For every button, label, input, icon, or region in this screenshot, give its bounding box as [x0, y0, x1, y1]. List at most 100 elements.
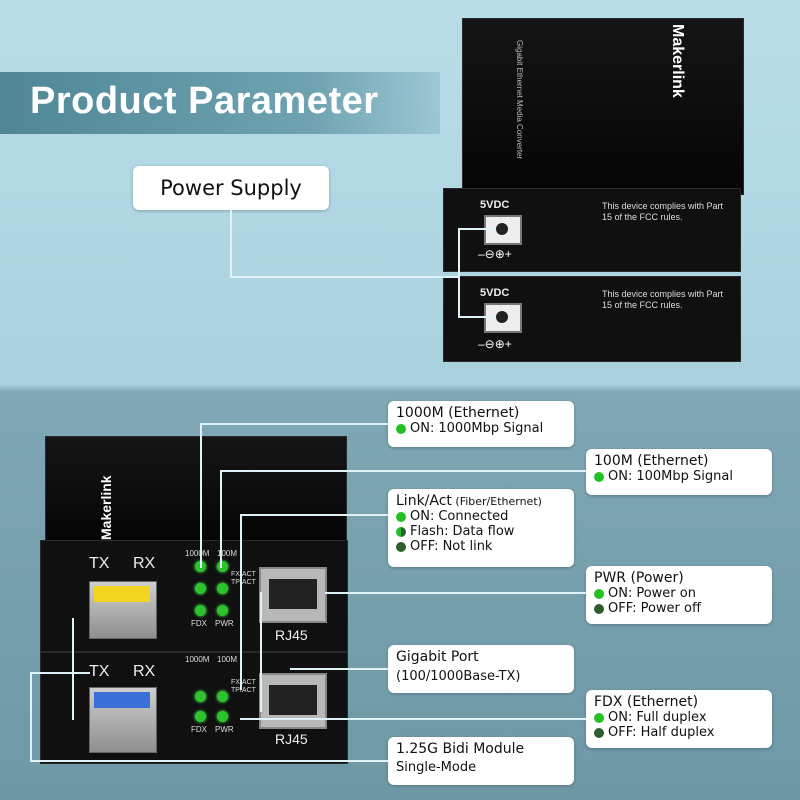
- callout-bidi: 1.25G Bidi Module Single-Mode: [388, 737, 574, 785]
- top-converter-body: [462, 18, 744, 195]
- on-text: 1000Mbp Signal: [438, 421, 544, 436]
- off-label: OFF:: [608, 725, 637, 740]
- connector-line: [220, 470, 586, 472]
- connector-line: [458, 228, 494, 230]
- led-1000-label-1: 1000M: [185, 549, 210, 558]
- callout-gig-sub: (100/1000Base-TX): [396, 669, 521, 684]
- connector-line: [30, 672, 90, 674]
- on-label: ON:: [608, 710, 633, 725]
- sfp-module-2[interactable]: [89, 687, 157, 753]
- top-brand-text: Makerlink: [669, 24, 686, 98]
- connector-line: [240, 514, 242, 690]
- power-label-1: 5VDC: [480, 199, 510, 211]
- led-pwr-label-2: PWR: [215, 725, 234, 734]
- led-100-label-1: 100M: [217, 549, 238, 558]
- led-on-icon: [594, 712, 604, 723]
- on-text: Power on: [636, 586, 696, 601]
- connector-line: [458, 228, 460, 318]
- callout-100m-title: 100M (Ethernet): [594, 453, 709, 469]
- connector-line: [260, 592, 262, 712]
- led-fx-2: [195, 691, 206, 702]
- power-jack-2[interactable]: [484, 303, 522, 333]
- callout-bidi-sub: Single-Mode: [396, 760, 477, 775]
- flash-text: Data flow: [452, 524, 515, 539]
- led-fx-label-2: FX/ACT: [231, 679, 256, 686]
- callout-link-subtitle: (Fiber/Ethernet): [451, 495, 542, 508]
- connector-line: [230, 276, 458, 278]
- bottom-converter-body: [45, 436, 347, 548]
- on-label: ON:: [410, 421, 435, 436]
- connector-line: [200, 423, 202, 568]
- callout-pwr: PWR (Power) ON: Power on OFF: Power off: [586, 566, 772, 624]
- led-100-label-2: 100M: [217, 655, 238, 664]
- led-fx-1: [195, 583, 206, 594]
- rj45-port-2[interactable]: [259, 673, 327, 729]
- power-supply-label: Power Supply: [160, 176, 302, 200]
- tx-label-2: TX: [89, 663, 110, 680]
- connector-line: [72, 618, 74, 720]
- sfp-module-1[interactable]: [89, 581, 157, 639]
- rx-label-1: RX: [133, 555, 156, 572]
- top-side-label-text: Gigabit Ethernet Media Converter: [515, 40, 524, 160]
- callout-bidi-title: 1.25G Bidi Module: [396, 741, 525, 757]
- led-on-icon: [396, 511, 406, 522]
- led-flash-icon: [396, 526, 406, 537]
- on-label: ON:: [608, 586, 633, 601]
- off-text: Power off: [640, 601, 701, 616]
- led-on-icon: [396, 423, 406, 434]
- off-label: OFF:: [410, 539, 439, 554]
- power-jack-1[interactable]: [484, 215, 522, 245]
- callout-link-act: Link/Act (Fiber/Ethernet) ON: Connected …: [388, 489, 574, 567]
- led-pwr-1: [217, 605, 228, 616]
- callout-link-title: Link/Act: [396, 493, 452, 509]
- callout-1000m: 1000M (Ethernet) ON:1000Mbp Signal: [388, 401, 574, 447]
- banner-background: [0, 72, 440, 134]
- callout-gig-title: Gigabit Port: [396, 649, 479, 665]
- top-unit-1-front: 5VDC –⊖⊕+ This device complies with Part…: [443, 188, 741, 272]
- callout-gigabit-port: Gigabit Port (100/1000Base-TX): [388, 645, 574, 693]
- page-title: Product Parameter: [30, 80, 379, 122]
- connector-line: [30, 760, 388, 762]
- off-label: OFF:: [608, 601, 637, 616]
- on-text: 100Mbp Signal: [636, 469, 733, 484]
- rj45-port-1[interactable]: [259, 567, 327, 623]
- led-tp-label-2: TP/ACT: [231, 687, 256, 694]
- led-pwr-label-1: PWR: [215, 619, 234, 628]
- on-text: Connected: [438, 509, 509, 524]
- led-off-icon: [594, 727, 604, 738]
- callout-1000m-title: 1000M (Ethernet): [396, 405, 520, 421]
- polarity-1: –⊖⊕+: [478, 247, 512, 261]
- led-fdx-1: [195, 605, 206, 616]
- callout-pwr-title: PWR (Power): [594, 570, 684, 586]
- led-tp-2: [217, 691, 228, 702]
- led-fdx-2: [195, 711, 206, 722]
- callout-fdx-title: FDX (Ethernet): [594, 694, 699, 710]
- led-fdx-label-2: FDX: [191, 725, 207, 734]
- bottom-brand-text: Makerlink: [98, 475, 114, 540]
- led-fx-label-1: FX/ACT: [231, 571, 256, 578]
- callout-fdx: FDX (Ethernet) ON: Full duplex OFF: Half…: [586, 690, 772, 748]
- connector-line: [240, 514, 388, 516]
- led-pwr-2: [217, 711, 228, 722]
- led-on-icon: [594, 588, 604, 599]
- connector-line: [220, 470, 222, 568]
- connector-line: [30, 672, 32, 762]
- rx-label-2: RX: [133, 663, 156, 680]
- top-brand-logo: Makerlink: [668, 20, 688, 170]
- led-off-icon: [396, 541, 406, 552]
- connector-line: [240, 718, 586, 720]
- led-tp-label-1: TP/ACT: [231, 579, 256, 586]
- led-tp-1: [217, 583, 228, 594]
- rj45-label-2: RJ45: [275, 731, 308, 747]
- power-label-2: 5VDC: [480, 287, 510, 299]
- on-label: ON:: [410, 509, 435, 524]
- on-text: Full duplex: [636, 710, 707, 725]
- led-on-icon: [594, 471, 604, 482]
- led-off-icon: [594, 603, 604, 614]
- polarity-2: –⊖⊕+: [478, 337, 512, 351]
- connector-line: [290, 668, 388, 670]
- top-unit-2-front: 5VDC –⊖⊕+ This device complies with Part…: [443, 276, 741, 362]
- flash-label: Flash:: [410, 524, 449, 539]
- fcc-text-2: This device complies with Part 15 of the…: [602, 289, 724, 310]
- bottom-unit-2-front: TX RX 1000M 100M FX/ACT TP/ACT FDX PWR R…: [40, 652, 348, 764]
